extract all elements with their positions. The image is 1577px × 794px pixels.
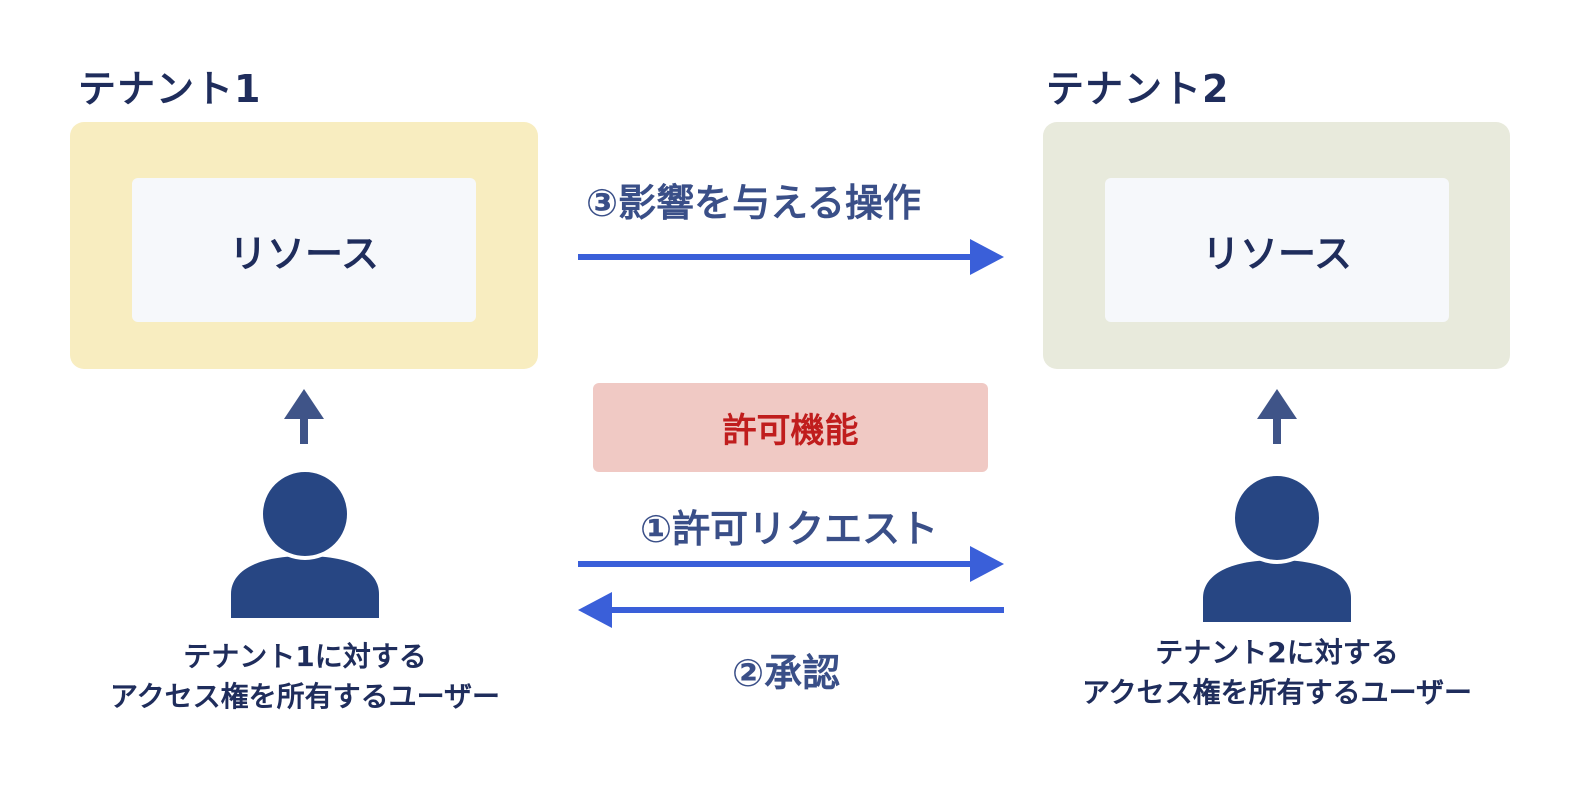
permission-feature-box: 許可機能: [593, 383, 988, 472]
caption-line-2: アクセス権を所有するユーザー: [109, 680, 501, 713]
user-icon: [1203, 472, 1351, 622]
affecting-operation-label: ③影響を与える操作: [586, 181, 922, 225]
arrow-right-icon: [578, 546, 1004, 582]
tenant1-user-caption: テナント1に対する アクセス権を所有するユーザー: [60, 637, 550, 717]
tenant1-title: テナント1: [78, 67, 262, 111]
arrow-right-icon: [578, 239, 1004, 275]
tenant2-box: リソース: [1043, 122, 1510, 369]
tenant2-title: テナント2: [1046, 67, 1230, 111]
tenant1-resource: リソース: [132, 178, 476, 322]
caption-line-1: テナント1に対する: [183, 640, 427, 673]
permission-request-label: ①許可リクエスト: [640, 507, 939, 551]
user-icon: [231, 468, 379, 618]
arrow-left-icon: [578, 592, 1004, 628]
tenant2-resource: リソース: [1105, 178, 1449, 322]
caption-line-1: テナント2に対する: [1155, 636, 1399, 669]
arrow-up-icon: [1257, 389, 1297, 444]
tenant2-user-caption: テナント2に対する アクセス権を所有するユーザー: [1032, 633, 1522, 713]
caption-line-2: アクセス権を所有するユーザー: [1081, 676, 1473, 709]
arrow-up-icon: [284, 389, 324, 444]
approval-label: ②承認: [732, 651, 841, 695]
tenant1-box: リソース: [70, 122, 538, 369]
